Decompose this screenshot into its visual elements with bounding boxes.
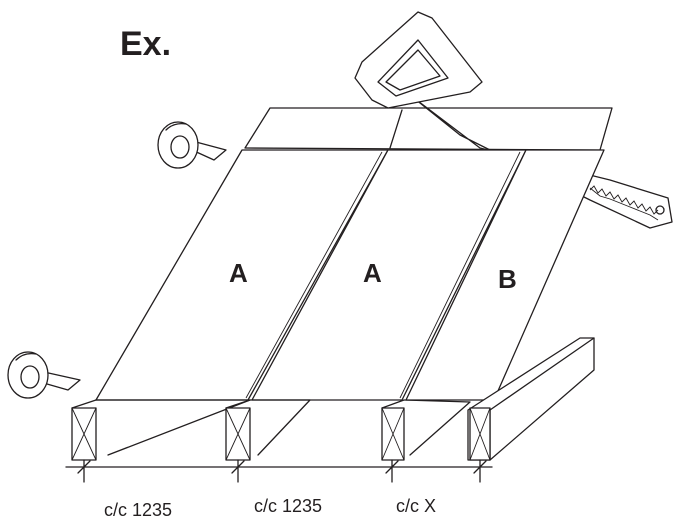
joist-beam-long: [467, 337, 595, 461]
spacing-label: c/c 1235: [254, 496, 322, 516]
spacing-label: c/c 1235: [104, 500, 172, 520]
example-heading: Ex.: [120, 25, 171, 63]
panel-label: B: [498, 264, 517, 294]
tape-roll-icon: [157, 121, 227, 169]
panel-label: A: [229, 258, 248, 288]
panel-label: A: [363, 258, 382, 288]
panel-a-middle: [245, 149, 527, 401]
joist-beam: [225, 399, 311, 461]
joist-beam: [381, 399, 471, 461]
spacing-label: c/c X: [396, 496, 436, 516]
top-cut-strip: [244, 107, 613, 151]
joist-beam: [71, 399, 251, 461]
tape-roll-icon: [7, 351, 81, 399]
dimension-line: [65, 459, 493, 483]
